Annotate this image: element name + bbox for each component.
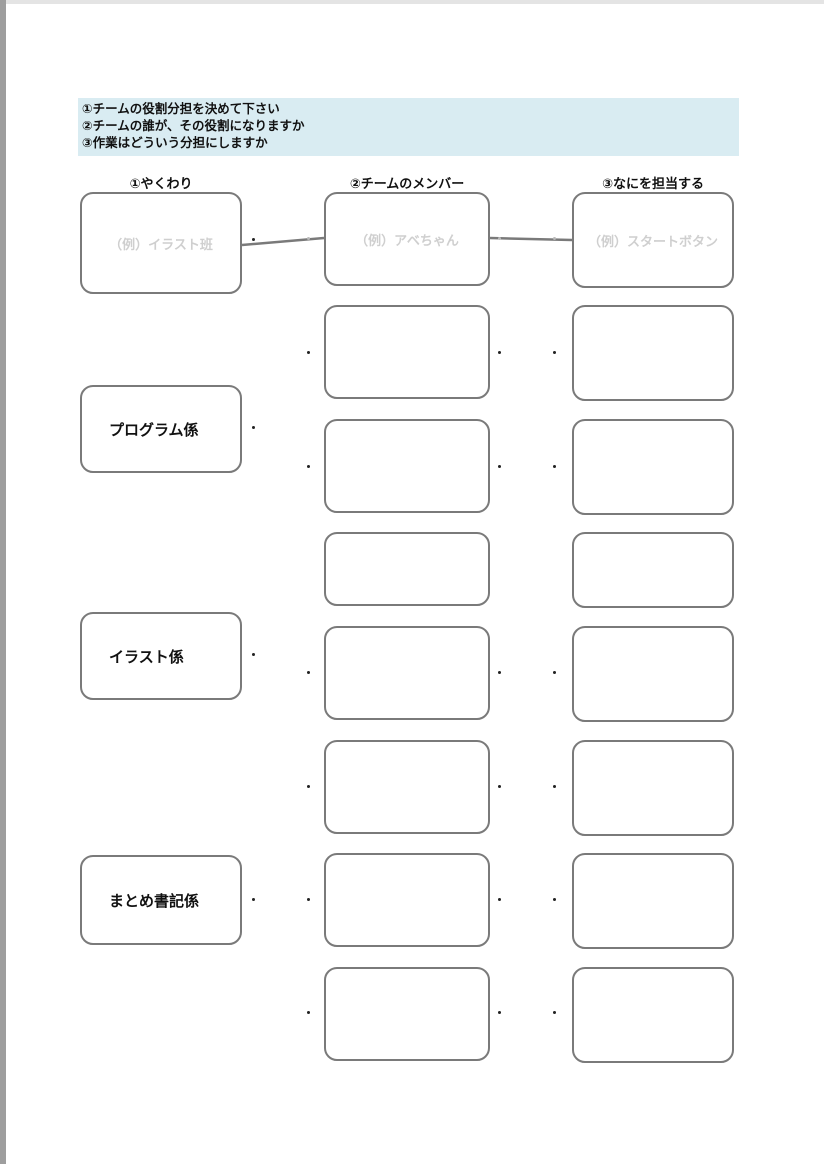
role-label-notes: まとめ書記係 bbox=[109, 891, 200, 910]
viewer-left-edge bbox=[0, 0, 6, 1164]
connect-dot[interactable] bbox=[553, 898, 556, 901]
connect-dot[interactable] bbox=[553, 237, 556, 240]
connect-dot[interactable] bbox=[553, 351, 556, 354]
role-label-program: プログラム係 bbox=[109, 420, 199, 439]
task-card-1[interactable] bbox=[572, 305, 734, 401]
task-card-2[interactable] bbox=[572, 419, 734, 515]
connect-dot[interactable] bbox=[553, 785, 556, 788]
example-connector-role-member bbox=[241, 236, 325, 247]
connect-dot[interactable] bbox=[307, 351, 310, 354]
connect-dot[interactable] bbox=[252, 426, 255, 429]
instruction-line-1: ①チームの役割分担を決めて下さい bbox=[82, 101, 280, 116]
example-task-text: （例）スタートボタン bbox=[587, 234, 718, 250]
connect-dot[interactable] bbox=[252, 653, 255, 656]
instruction-line-2: ②チームの誰が、その役割になりますか bbox=[82, 118, 305, 133]
role-card-program: プログラム係 bbox=[80, 385, 242, 473]
task-card-7[interactable] bbox=[572, 967, 734, 1063]
role-label-illustration: イラスト係 bbox=[109, 647, 184, 666]
member-card-6[interactable] bbox=[324, 853, 490, 947]
example-connector-member-task bbox=[489, 236, 573, 242]
connect-dot[interactable] bbox=[307, 465, 310, 468]
example-member-card: （例）アベちゃん bbox=[324, 192, 490, 286]
connect-dot[interactable] bbox=[498, 671, 501, 674]
task-card-6[interactable] bbox=[572, 853, 734, 949]
connect-dot[interactable] bbox=[498, 898, 501, 901]
viewer-top-edge bbox=[6, 0, 824, 4]
roles-column-header: ①やくわり bbox=[129, 177, 193, 192]
connect-dot[interactable] bbox=[498, 237, 501, 240]
example-role-card: （例）イラスト班 bbox=[80, 192, 242, 294]
instructions-box: ①チームの役割分担を決めて下さい ②チームの誰が、その役割になりますか ③作業は… bbox=[78, 98, 739, 156]
instruction-line-3: ③作業はどういう分担にしますか bbox=[82, 135, 268, 150]
role-card-notes: まとめ書記係 bbox=[80, 855, 242, 945]
connect-dot[interactable] bbox=[252, 238, 255, 241]
tasks-column-header: ③なにを担当する bbox=[601, 177, 704, 192]
connect-dot[interactable] bbox=[498, 351, 501, 354]
connect-dot[interactable] bbox=[307, 671, 310, 674]
member-card-5[interactable] bbox=[324, 740, 490, 834]
task-card-4[interactable] bbox=[572, 626, 734, 722]
member-card-2[interactable] bbox=[324, 419, 490, 513]
members-column-header: ②チームのメンバー bbox=[349, 177, 465, 192]
task-card-5[interactable] bbox=[572, 740, 734, 836]
connect-dot[interactable] bbox=[307, 898, 310, 901]
member-card-4[interactable] bbox=[324, 626, 490, 720]
member-card-7[interactable] bbox=[324, 967, 490, 1061]
connect-dot[interactable] bbox=[553, 1011, 556, 1014]
member-card-3[interactable] bbox=[324, 532, 490, 606]
connect-dot[interactable] bbox=[307, 1011, 310, 1014]
connect-dot[interactable] bbox=[252, 898, 255, 901]
member-card-1[interactable] bbox=[324, 305, 490, 399]
example-member-text: （例）アベちゃん bbox=[355, 233, 459, 249]
connect-dot[interactable] bbox=[553, 465, 556, 468]
example-task-card: （例）スタートボタン bbox=[572, 192, 734, 288]
connect-dot[interactable] bbox=[498, 465, 501, 468]
connect-dot[interactable] bbox=[553, 671, 556, 674]
connect-dot[interactable] bbox=[498, 785, 501, 788]
example-role-text: （例）イラスト班 bbox=[109, 237, 213, 253]
connect-dot[interactable] bbox=[498, 1011, 501, 1014]
connect-dot[interactable] bbox=[307, 785, 310, 788]
connect-dot[interactable] bbox=[307, 237, 310, 240]
role-card-illustration: イラスト係 bbox=[80, 612, 242, 700]
task-card-3[interactable] bbox=[572, 532, 734, 608]
